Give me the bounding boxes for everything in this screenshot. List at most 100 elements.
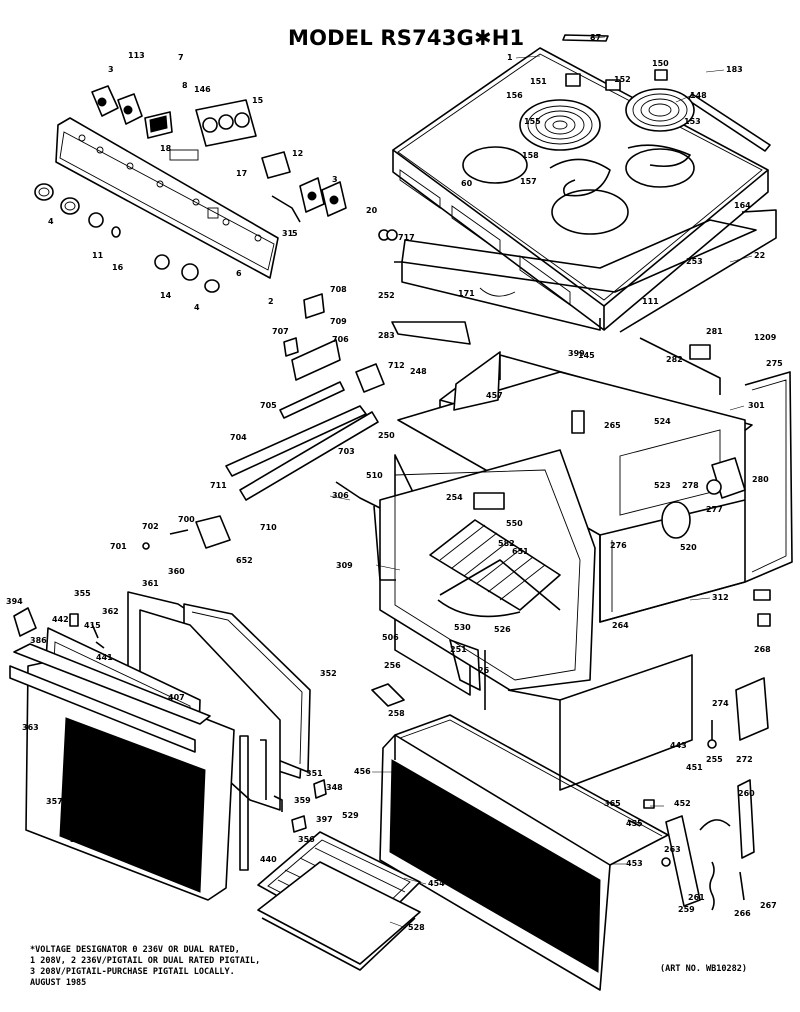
part-label: 265 bbox=[604, 421, 621, 430]
part-labels: 1 2 3 3 4 4 5 6 7 8 11 12 14 15 16 17 18… bbox=[6, 33, 783, 932]
part-label: 254 bbox=[446, 493, 463, 502]
part-label: 7 bbox=[178, 53, 184, 62]
part-label: 148 bbox=[690, 91, 707, 100]
part-label: 355 bbox=[74, 589, 91, 598]
part-label: 2 bbox=[268, 297, 274, 306]
part-label: 712 bbox=[388, 361, 405, 370]
part-label: 360 bbox=[168, 567, 185, 576]
part-label: 351 bbox=[306, 769, 323, 778]
part-label: 708 bbox=[330, 285, 347, 294]
part-label: 710 bbox=[260, 523, 277, 532]
part-label: 158 bbox=[522, 151, 539, 160]
part-label: 150 bbox=[652, 59, 669, 68]
part-label: 415 bbox=[84, 621, 101, 630]
part-label: 651 bbox=[512, 547, 529, 556]
part-label: 399 bbox=[568, 349, 585, 358]
part-label: 12 bbox=[292, 149, 303, 158]
footnote-line: 3 208V/PIGTAIL-PURCHASE PIGTAIL LOCALLY. bbox=[30, 967, 235, 977]
part-label: 3 bbox=[332, 175, 338, 184]
part-label: 153 bbox=[684, 117, 701, 126]
part-label: 506 bbox=[382, 633, 399, 642]
part-label: 510 bbox=[366, 471, 383, 480]
part-label: 281 bbox=[706, 327, 723, 336]
part-label: 365 bbox=[604, 799, 621, 808]
part-label: 5 bbox=[292, 229, 298, 238]
part-label: 17 bbox=[236, 169, 247, 178]
part-label: 280 bbox=[752, 475, 769, 484]
part-label: 4 bbox=[194, 303, 200, 312]
part-label: 526 bbox=[494, 625, 511, 634]
part-label: 267 bbox=[760, 901, 777, 910]
part-label: 550 bbox=[506, 519, 523, 528]
oven-door-assembly bbox=[9, 591, 311, 901]
art-number: (ART NO. WB10282) bbox=[660, 964, 747, 974]
part-label: 164 bbox=[734, 201, 751, 210]
part-label: 20 bbox=[366, 206, 378, 215]
part-label: 442 bbox=[52, 615, 69, 624]
part-label: 306 bbox=[332, 491, 349, 500]
part-label: 272 bbox=[736, 755, 753, 764]
model-title: MODEL RS743G✱H1 bbox=[288, 26, 525, 50]
part-label: 397 bbox=[316, 815, 333, 824]
part-label: 183 bbox=[726, 65, 743, 74]
part-label: 711 bbox=[210, 481, 227, 490]
part-label: 145 bbox=[578, 351, 595, 360]
part-label: 453 bbox=[626, 859, 643, 868]
part-label: 3 bbox=[108, 65, 114, 74]
part-label: 523 bbox=[654, 481, 671, 490]
part-label: 111 bbox=[642, 297, 659, 306]
part-label: 1 bbox=[507, 53, 513, 62]
broiler-pan bbox=[257, 831, 421, 971]
part-label: 250 bbox=[378, 431, 395, 440]
voltage-footnote: *VOLTAGE DESIGNATOR 0 236V OR DUAL RATED… bbox=[30, 945, 260, 989]
part-label: 16 bbox=[112, 263, 124, 272]
part-label: 252 bbox=[378, 291, 395, 300]
part-label: 255 bbox=[706, 755, 723, 764]
part-label: 26 bbox=[478, 666, 490, 675]
part-label: 361 bbox=[142, 579, 159, 588]
part-label: 407 bbox=[168, 693, 185, 702]
part-label: 274 bbox=[712, 699, 729, 708]
drawer-assembly bbox=[379, 714, 669, 991]
part-label: 703 bbox=[338, 447, 355, 456]
part-label: 706 bbox=[332, 335, 349, 344]
part-label: 362 bbox=[102, 607, 119, 616]
part-label: 11 bbox=[92, 251, 104, 260]
part-label: 152 bbox=[614, 75, 631, 84]
part-label: 530 bbox=[454, 623, 471, 632]
part-label: 529 bbox=[342, 811, 359, 820]
rack-supports bbox=[142, 293, 396, 581]
part-label: 524 bbox=[654, 417, 671, 426]
part-label: 22 bbox=[754, 251, 765, 260]
part-label: 260 bbox=[738, 789, 755, 798]
part-label: 443 bbox=[670, 741, 687, 750]
part-label: 248 bbox=[410, 367, 427, 376]
part-label: 528 bbox=[408, 923, 425, 932]
part-label: 1209 bbox=[754, 333, 777, 342]
part-label: 4 bbox=[48, 217, 54, 226]
part-label: 452 bbox=[674, 799, 691, 808]
part-label: 251 bbox=[450, 645, 467, 654]
part-label: 705 bbox=[260, 401, 277, 410]
part-label: 151 bbox=[530, 77, 547, 86]
part-label: 113 bbox=[128, 51, 145, 60]
part-label: 348 bbox=[326, 783, 343, 792]
part-label: 386 bbox=[30, 636, 47, 645]
part-label: 454 bbox=[428, 879, 445, 888]
control-panel-assembly bbox=[34, 85, 347, 293]
part-label: 171 bbox=[458, 289, 475, 298]
part-label: 707 bbox=[272, 327, 289, 336]
part-label: 156 bbox=[506, 91, 523, 100]
part-label: 14 bbox=[160, 291, 172, 300]
part-label: 301 bbox=[748, 401, 765, 410]
part-label: 8 bbox=[182, 81, 188, 90]
part-label: 275 bbox=[766, 359, 783, 368]
part-label: 276 bbox=[610, 541, 627, 550]
part-label: 440 bbox=[260, 855, 277, 864]
cooktop-assembly bbox=[378, 34, 777, 345]
part-label: 455 bbox=[626, 819, 643, 828]
part-label: 258 bbox=[388, 709, 405, 718]
part-label: 358 bbox=[70, 835, 87, 844]
oven-body-assembly bbox=[379, 337, 793, 791]
